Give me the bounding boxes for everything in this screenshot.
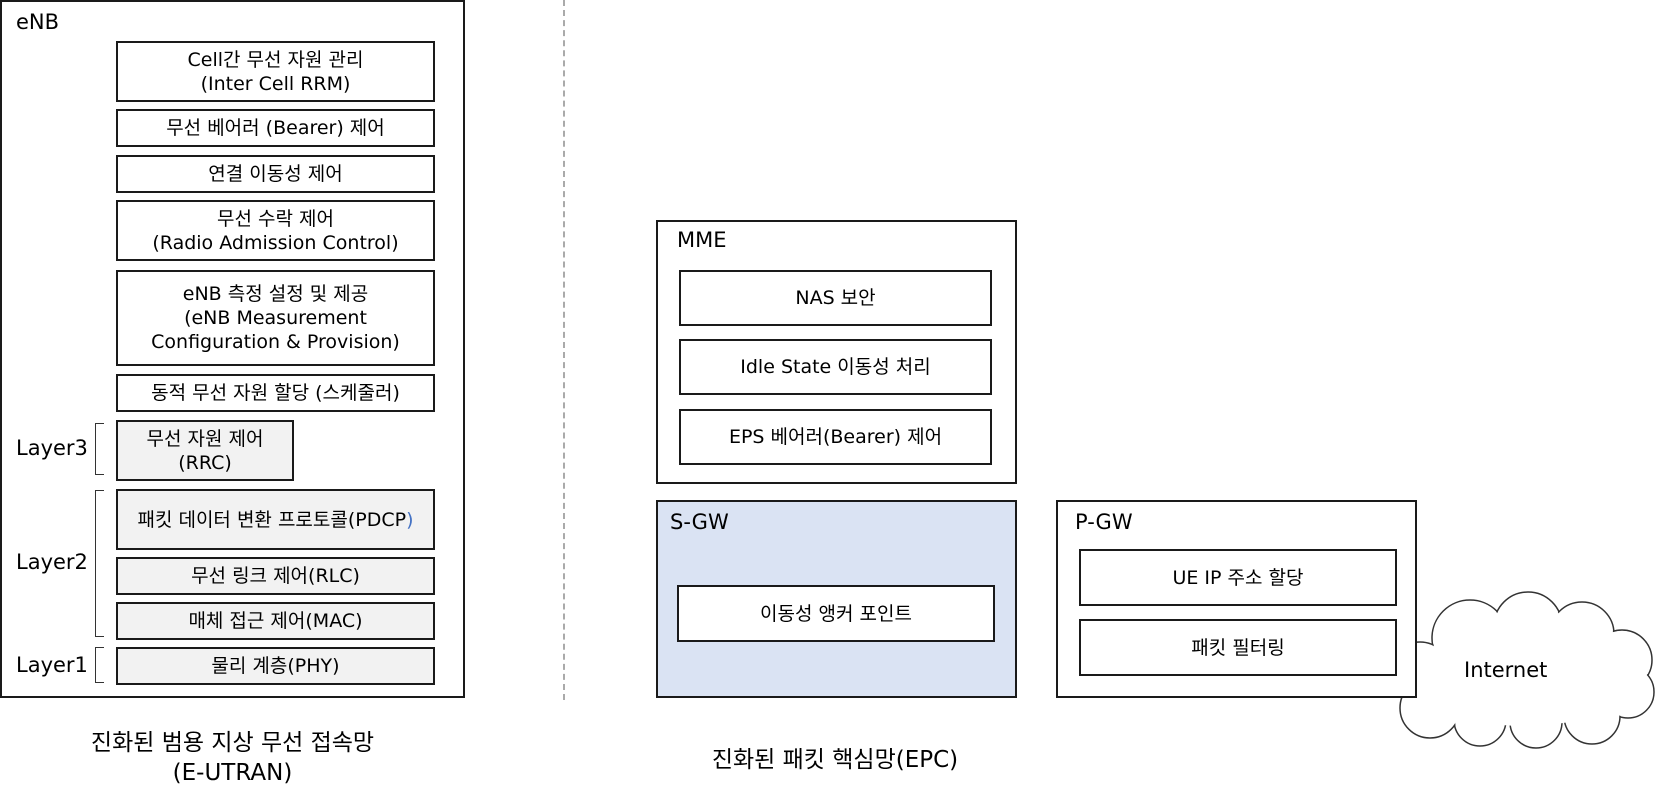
measurement-line3: Configuration & Provision) [151,331,400,353]
internet-cloud-icon [1389,591,1655,749]
scheduler-box: 동적 무선 자원 할당 (스케줄러) [116,374,435,412]
nas-security-box: NAS 보안 [679,270,992,326]
section-divider [563,0,565,700]
measurement-line2: (eNB Measurement [184,307,367,329]
connection-mobility-box: 연결 이동성 제어 [116,155,435,193]
scheduler-label: 동적 무선 자원 할당 (스케줄러) [151,382,400,404]
mobility-anchor-box: 이동성 앵커 포인트 [677,585,995,642]
idle-mobility-box: Idle State 이동성 처리 [679,339,992,395]
inter-cell-rrm-box: Cell간 무선 자원 관리 (Inter Cell RRM) [116,41,435,102]
epc-caption: 진화된 패킷 핵심망(EPC) [711,747,959,773]
radio-admission-box: 무선 수락 제어 (Radio Admission Control) [116,200,435,261]
phy-box: 물리 계층(PHY) [116,647,435,685]
eps-bearer-label: EPS 베어러(Bearer) 제어 [728,426,943,448]
rlc-box: 무선 링크 제어(RLC) [116,557,435,595]
ue-ip-allocation-box: UE IP 주소 할당 [1079,549,1397,606]
pdcp-label-paren: ) [406,508,414,531]
rrc-line1: 무선 자원 제어 [146,427,264,450]
layer1-label: Layer1 [16,653,88,677]
packet-filtering-label: 패킷 필터링 [1191,636,1285,659]
nas-security-label: NAS 보안 [795,287,876,309]
mac-box: 매체 접근 제어(MAC) [116,602,435,640]
packet-filtering-box: 패킷 필터링 [1079,619,1397,676]
rlc-label: 무선 링크 제어(RLC) [191,565,360,587]
ue-ip-allocation-label: UE IP 주소 할당 [1172,566,1304,589]
pgw-title: P-GW [1075,510,1133,534]
enb-title: eNB [16,10,60,34]
phy-label: 물리 계층(PHY) [211,655,340,677]
eps-bearer-box: EPS 베어러(Bearer) 제어 [679,409,992,465]
mac-label: 매체 접근 제어(MAC) [188,610,363,632]
inter-cell-rrm-line1: Cell간 무선 자원 관리 [187,48,364,71]
eutran-caption: 진화된 범용 지상 무선 접속망 (E-UTRAN) [60,728,405,788]
rrc-line2: (RRC) [178,451,232,474]
layer1-brace [95,647,104,683]
connection-mobility-label: 연결 이동성 제어 [208,163,343,185]
mobility-anchor-label: 이동성 앵커 포인트 [760,602,912,625]
sgw-title: S-GW [670,510,729,534]
internet-label: Internet [1464,658,1548,682]
radio-admission-line1: 무선 수락 제어 [217,207,334,230]
measurement-line1: eNB 측정 설정 및 제공 [182,283,369,305]
inter-cell-rrm-line2: (Inter Cell RRM) [200,72,351,95]
layer2-brace [95,490,104,637]
pdcp-box: 패킷 데이터 변환 프로토콜(PDCP) [116,489,435,550]
pdcp-label: 패킷 데이터 변환 프로토콜(PDCP) [137,508,413,532]
radio-bearer-control-box: 무선 베어러 (Bearer) 제어 [116,109,435,147]
rrc-box: 무선 자원 제어 (RRC) [116,420,294,481]
idle-mobility-label: Idle State 이동성 처리 [740,356,931,378]
layer3-label: Layer3 [16,436,88,460]
pdcp-label-text: 패킷 데이터 변환 프로토콜(PDCP [137,508,407,531]
layer2-label: Layer2 [16,550,88,574]
layer3-brace [95,423,104,475]
radio-admission-line2: (Radio Admission Control) [152,231,399,254]
measurement-box: eNB 측정 설정 및 제공 (eNB Measurement Configur… [116,270,435,366]
mme-title: MME [677,228,727,252]
eutran-caption-line1: 진화된 범용 지상 무선 접속망 [90,730,375,756]
radio-bearer-control-label: 무선 베어러 (Bearer) 제어 [166,117,385,139]
eutran-caption-line2: (E-UTRAN) [172,760,293,786]
